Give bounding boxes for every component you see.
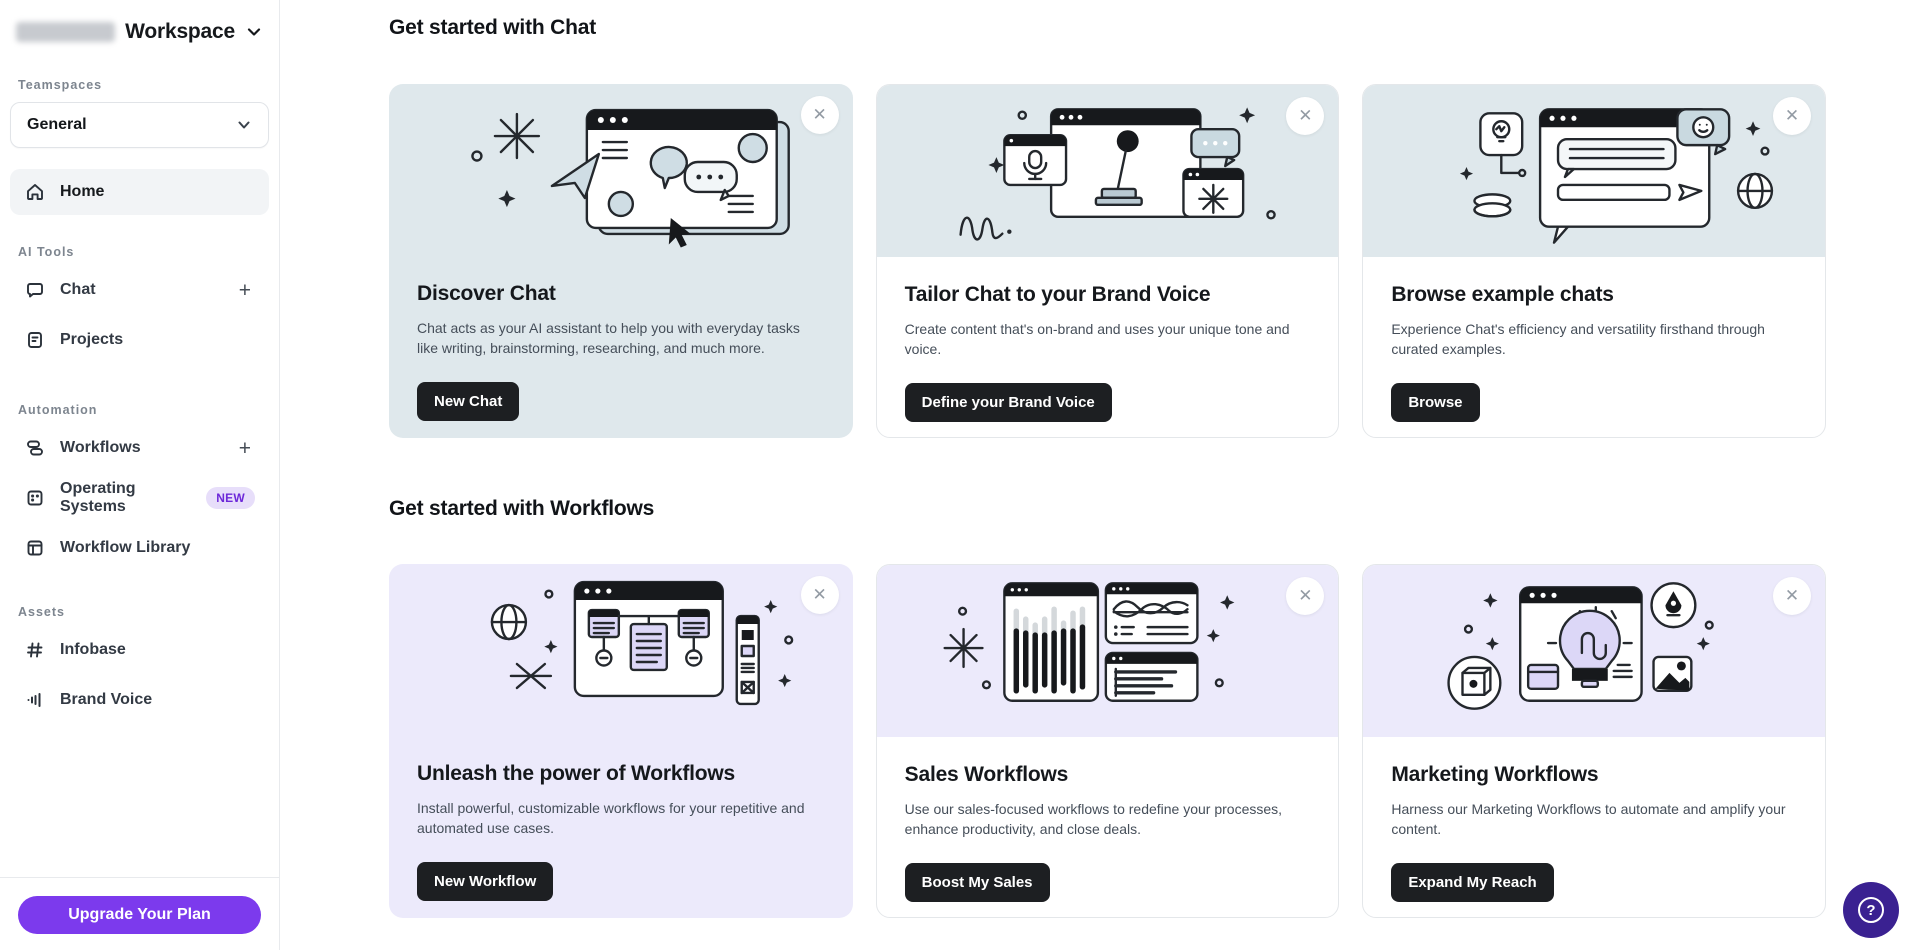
- sidebar-item-label: Projects: [60, 331, 124, 348]
- sidebar: Workspace Teamspaces General Home AI Too…: [0, 0, 280, 950]
- sidebar-item-brand-voice[interactable]: Brand Voice: [10, 677, 269, 723]
- chat-bubble-icon: [24, 279, 46, 301]
- teamspace-selected-value: General: [27, 116, 87, 133]
- new-chat-button[interactable]: New Chat: [417, 382, 520, 422]
- teamspaces-label: Teamspaces: [18, 78, 103, 92]
- sidebar-item-operating-systems[interactable]: Operating Systems NEW: [10, 475, 269, 521]
- expand-my-reach-button[interactable]: Expand My Reach: [1391, 863, 1554, 903]
- close-icon[interactable]: ✕: [800, 96, 839, 134]
- sidebar-item-label: Brand Voice: [60, 691, 153, 708]
- os-grid-icon: [24, 487, 46, 509]
- sidebar-item-label: Infobase: [60, 641, 126, 658]
- workflow-icon: [24, 437, 46, 459]
- card-unleash-workflows: ✕: [389, 564, 853, 918]
- sidebar-item-label: Operating Systems: [60, 480, 136, 515]
- sidebar-item-workflow-library[interactable]: Workflow Library: [10, 525, 269, 571]
- sidebar-footer: Upgrade Your Plan: [0, 877, 279, 934]
- card-brand-voice: ✕: [875, 84, 1340, 438]
- boost-my-sales-button[interactable]: Boost My Sales: [904, 863, 1050, 903]
- card-marketing-workflows: ✕: [1362, 564, 1826, 918]
- sidebar-item-label: Chat: [60, 281, 96, 298]
- workflow-cards-row: ✕: [389, 564, 1826, 918]
- new-badge: NEW: [206, 487, 255, 509]
- chevron-down-icon: [238, 121, 250, 129]
- card-title: Discover Chat: [417, 282, 556, 305]
- sidebar-item-infobase[interactable]: Infobase: [10, 627, 269, 673]
- card-title: Unleash the power of Workflows: [417, 762, 735, 785]
- workspace-switcher[interactable]: Workspace: [10, 20, 269, 44]
- chevron-down-icon: [247, 28, 261, 36]
- card-description: Harness our Marketing Workflows to autom…: [1391, 801, 1786, 837]
- sidebar-item-chat[interactable]: Chat +: [10, 267, 269, 313]
- section-label-ai-tools: AI Tools: [18, 245, 75, 259]
- card-description: Use our sales-focused workflows to redef…: [904, 801, 1283, 837]
- marketing-bulb-illustration: [1363, 565, 1825, 737]
- main-content: Get started with Chat ✕: [280, 0, 1920, 918]
- waveform-icon: [24, 689, 46, 711]
- upgrade-plan-button[interactable]: Upgrade Your Plan: [18, 896, 261, 934]
- section-heading-workflows: Get started with Workflows: [389, 497, 655, 520]
- add-chat-button[interactable]: +: [238, 278, 251, 302]
- new-workflow-button[interactable]: New Workflow: [417, 862, 554, 902]
- chat-window-illustration: [389, 84, 853, 256]
- brand-voice-illustration: [876, 85, 1339, 257]
- home-icon: [24, 181, 46, 203]
- define-brand-voice-button[interactable]: Define your Brand Voice: [904, 383, 1112, 423]
- add-workflow-button[interactable]: +: [238, 436, 251, 460]
- card-title: Tailor Chat to your Brand Voice: [904, 283, 1211, 306]
- sales-charts-illustration: [876, 565, 1339, 737]
- close-icon[interactable]: ✕: [1286, 577, 1325, 615]
- question-mark-icon: ?: [1858, 897, 1884, 923]
- close-icon[interactable]: ✕: [1772, 577, 1811, 615]
- workflow-diagram-illustration: [389, 564, 853, 736]
- teamspace-select[interactable]: General: [10, 102, 269, 148]
- card-title: Marketing Workflows: [1391, 763, 1599, 786]
- sidebar-item-projects[interactable]: Projects: [10, 317, 269, 363]
- help-button[interactable]: ?: [1843, 882, 1899, 938]
- library-window-icon: [24, 537, 46, 559]
- card-description: Create content that's on-brand and uses …: [904, 321, 1290, 357]
- browse-button[interactable]: Browse: [1391, 383, 1480, 423]
- sidebar-item-home[interactable]: Home: [10, 169, 269, 215]
- card-example-chats: ✕: [1362, 84, 1826, 438]
- section-label-automation: Automation: [18, 403, 98, 417]
- workspace-title: Workspace: [125, 20, 235, 43]
- card-description: Chat acts as your AI assistant to help y…: [417, 320, 800, 356]
- document-icon: [24, 329, 46, 351]
- close-icon[interactable]: ✕: [1772, 97, 1811, 135]
- example-chats-illustration: [1363, 85, 1825, 257]
- sidebar-item-workflows[interactable]: Workflows +: [10, 425, 269, 471]
- workspace-name-redacted: [16, 22, 116, 42]
- sidebar-item-label: Home: [60, 183, 105, 200]
- close-icon[interactable]: ✕: [800, 576, 839, 614]
- sidebar-item-label: Workflows: [60, 439, 141, 456]
- sidebar-item-label: Workflow Library: [60, 539, 191, 556]
- section-heading-chat: Get started with Chat: [389, 16, 596, 39]
- card-title: Sales Workflows: [904, 763, 1069, 786]
- card-title: Browse example chats: [1391, 283, 1614, 306]
- close-icon[interactable]: ✕: [1286, 97, 1325, 135]
- hash-icon: [24, 639, 46, 661]
- card-description: Experience Chat's efficiency and versati…: [1391, 321, 1765, 357]
- card-description: Install powerful, customizable workflows…: [417, 800, 805, 836]
- card-sales-workflows: ✕: [875, 564, 1340, 918]
- section-label-assets: Assets: [18, 605, 65, 619]
- chat-cards-row: ✕: [389, 84, 1826, 438]
- card-discover-chat: ✕: [389, 84, 853, 438]
